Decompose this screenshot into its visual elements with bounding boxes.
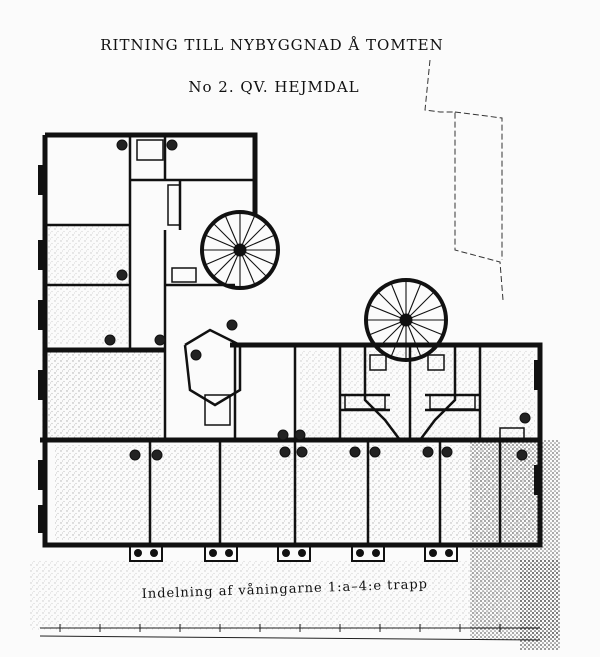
plot-boundary bbox=[424, 59, 504, 301]
staircase-right bbox=[364, 278, 448, 362]
window-marks bbox=[38, 165, 542, 533]
scale-bar bbox=[39, 624, 541, 641]
drawing-title: RITNING TILL NYBYGGNAD Å TOMTEN bbox=[100, 36, 444, 54]
front-bay-dots bbox=[134, 549, 453, 557]
front-bays bbox=[129, 544, 458, 562]
closets bbox=[136, 139, 525, 441]
stove-markers bbox=[104, 139, 531, 461]
outer-walls bbox=[40, 132, 543, 548]
staircase-left bbox=[200, 210, 280, 290]
drawing-subtitle: No 2. QV. HEJMDAL bbox=[188, 78, 359, 96]
